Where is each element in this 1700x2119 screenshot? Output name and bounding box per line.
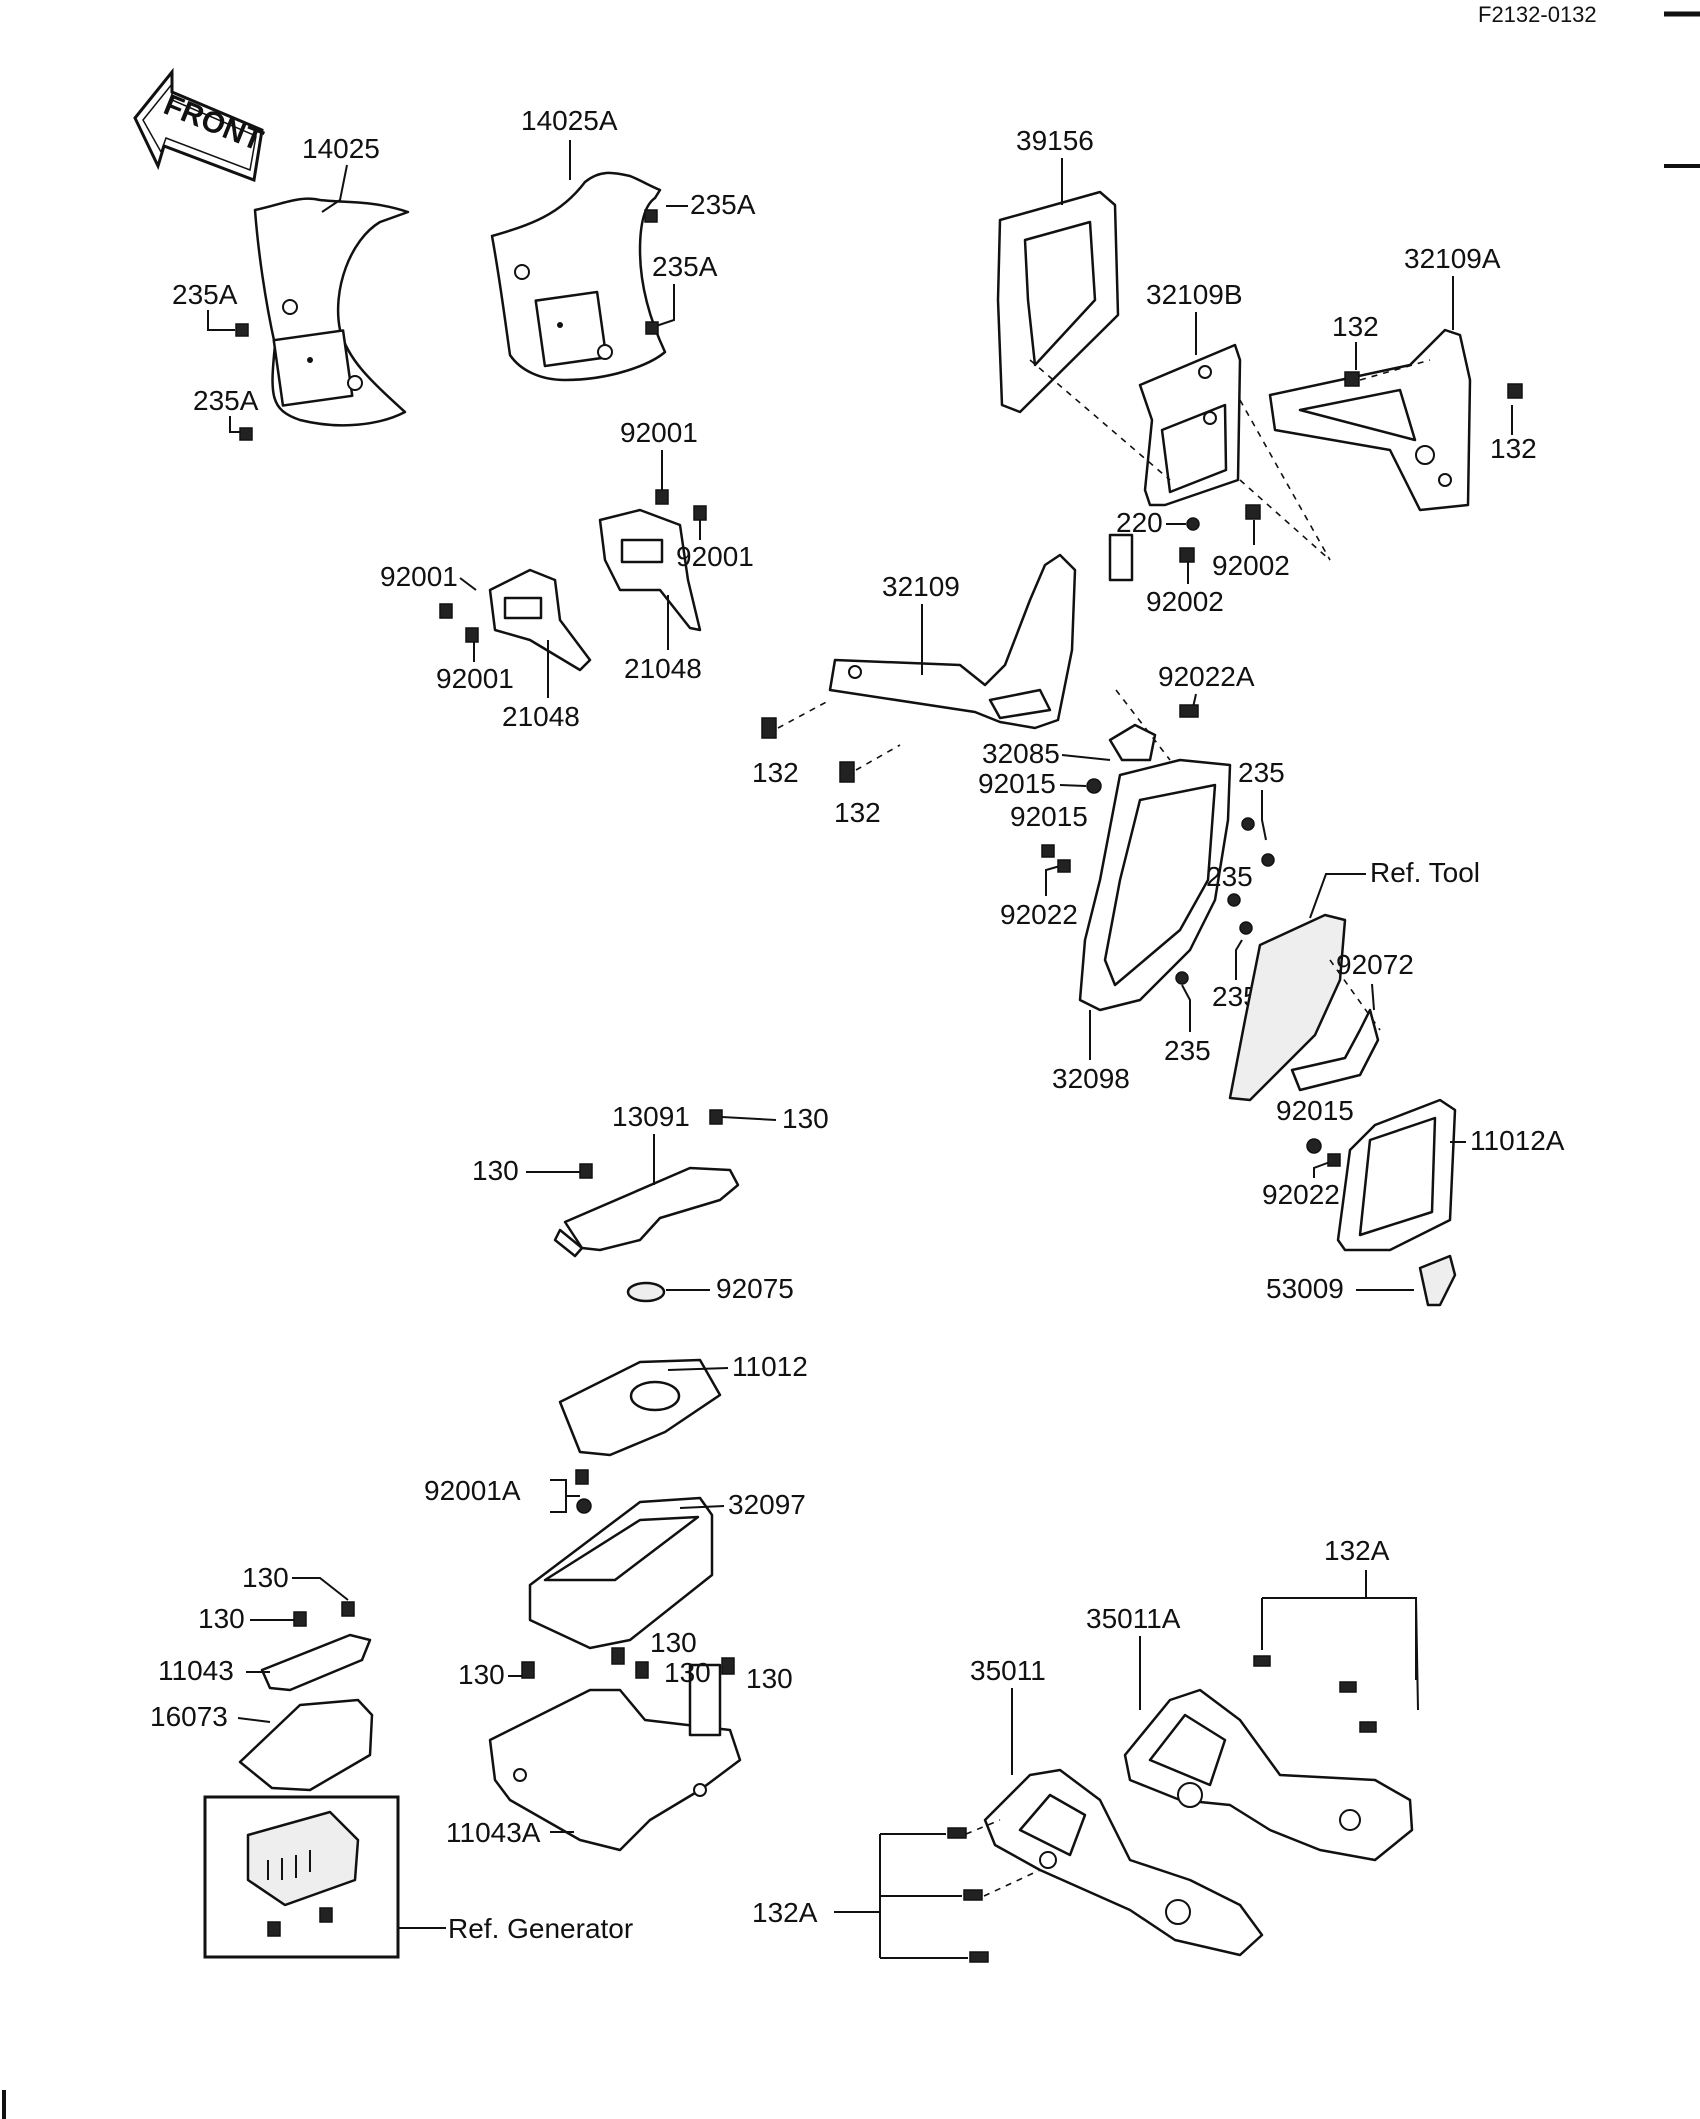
label-92075: 92075 [716, 1273, 794, 1304]
bracket-13091 [553, 1166, 740, 1258]
label-130-2: 130 [472, 1155, 519, 1186]
label-235-1: 235 [1238, 757, 1285, 788]
tray-cover-11012 [558, 1358, 722, 1457]
label-ref-tool: Ref. Tool [1370, 857, 1480, 888]
label-ref-generator: Ref. Generator [448, 1913, 633, 1944]
cover-14025a [490, 171, 667, 382]
label-35011: 35011 [970, 1655, 1046, 1686]
label-235a-1: 235A [172, 279, 238, 310]
label-92022a: 92022A [1158, 661, 1255, 692]
bolt-icon [235, 323, 249, 337]
label-130-4: 130 [198, 1603, 245, 1634]
label-235a-3: 235A [690, 189, 756, 220]
label-35011a: 35011A [1086, 1603, 1181, 1634]
label-14025: 14025 [302, 133, 380, 164]
footrest-bracket-35011 [983, 1768, 1264, 1957]
clip-icon [1418, 1254, 1457, 1307]
label-92015-1: 92015 [978, 768, 1056, 799]
label-92002-2: 92002 [1146, 586, 1224, 617]
battery-tray-32097 [528, 1496, 714, 1650]
label-92001-1: 92001 [620, 417, 698, 448]
label-13091: 13091 [612, 1101, 690, 1132]
label-21048-2: 21048 [502, 701, 580, 732]
side-cover-14025 [253, 197, 410, 427]
diagram-code: F2132-0132 [1478, 2, 1597, 27]
case-frame-32098 [1078, 723, 1232, 1012]
label-32098: 32098 [1052, 1063, 1130, 1094]
label-14025a: 14025A [521, 105, 618, 136]
label-235-2: 235 [1206, 861, 1253, 892]
front-arrow-icon: FRONT [133, 67, 267, 183]
label-11012a: 11012A [1470, 1125, 1565, 1156]
label-11043: 11043 [158, 1655, 234, 1686]
label-92022-1: 92022 [1000, 899, 1078, 930]
bracket-21048-left [488, 568, 592, 672]
label-92001a: 92001A [424, 1475, 521, 1506]
cover-11012a [1336, 1098, 1457, 1252]
label-130-3: 130 [242, 1562, 289, 1593]
label-21048-1: 21048 [624, 653, 702, 684]
label-32109a: 32109A [1404, 243, 1501, 274]
label-132a-1: 132A [1324, 1535, 1390, 1566]
label-92072: 92072 [1336, 949, 1414, 980]
cover-16073 [238, 1698, 374, 1792]
regulator-icon [246, 1810, 360, 1937]
plate-11043 [260, 1633, 372, 1692]
label-32085: 32085 [982, 738, 1060, 769]
label-39156: 39156 [1016, 125, 1094, 156]
footrest-bracket-35011a [1123, 1688, 1414, 1862]
side-frame-39156 [996, 190, 1120, 414]
label-130-8: 130 [746, 1663, 793, 1694]
regulator-ref-box [203, 1795, 400, 1959]
label-92001-3: 92001 [380, 561, 458, 592]
label-32109: 32109 [882, 571, 960, 602]
label-130-1: 130 [782, 1103, 829, 1134]
label-235a-4: 235A [652, 251, 718, 282]
label-130-6: 130 [650, 1627, 697, 1658]
bracket-32109a [1268, 328, 1472, 512]
label-92015-2: 92015 [1010, 801, 1088, 832]
label-53009: 53009 [1266, 1273, 1344, 1304]
label-92001-4: 92001 [436, 663, 514, 694]
label-132a-2: 132A [752, 1897, 818, 1928]
label-92002-1: 92002 [1212, 550, 1290, 581]
label-92015-3: 92015 [1276, 1095, 1354, 1126]
tool-kit-92072 [1228, 913, 1380, 1102]
label-32109b: 32109B [1146, 279, 1243, 310]
label-130-5: 130 [458, 1659, 505, 1690]
grommet-icon [626, 1281, 666, 1303]
bracket-32109b [1108, 343, 1242, 582]
label-132-4: 132 [834, 797, 881, 828]
bracket-32109 [828, 553, 1077, 730]
label-132-1: 132 [1332, 311, 1379, 342]
label-11012: 11012 [732, 1351, 808, 1382]
label-16073: 16073 [150, 1701, 228, 1732]
label-32097: 32097 [728, 1489, 806, 1520]
label-132-3: 132 [752, 757, 799, 788]
label-92001-2: 92001 [676, 541, 754, 572]
label-220: 220 [1116, 507, 1163, 538]
label-235-4: 235 [1164, 1035, 1211, 1066]
label-130-7: 130 [664, 1657, 711, 1688]
label-132-2: 132 [1490, 433, 1537, 464]
bracket-11043a [488, 1663, 742, 1852]
label-92022-2: 92022 [1262, 1179, 1340, 1210]
label-11043a: 11043A [446, 1817, 541, 1848]
bracket-21048-right [598, 508, 702, 632]
label-235a-2: 235A [193, 385, 259, 416]
